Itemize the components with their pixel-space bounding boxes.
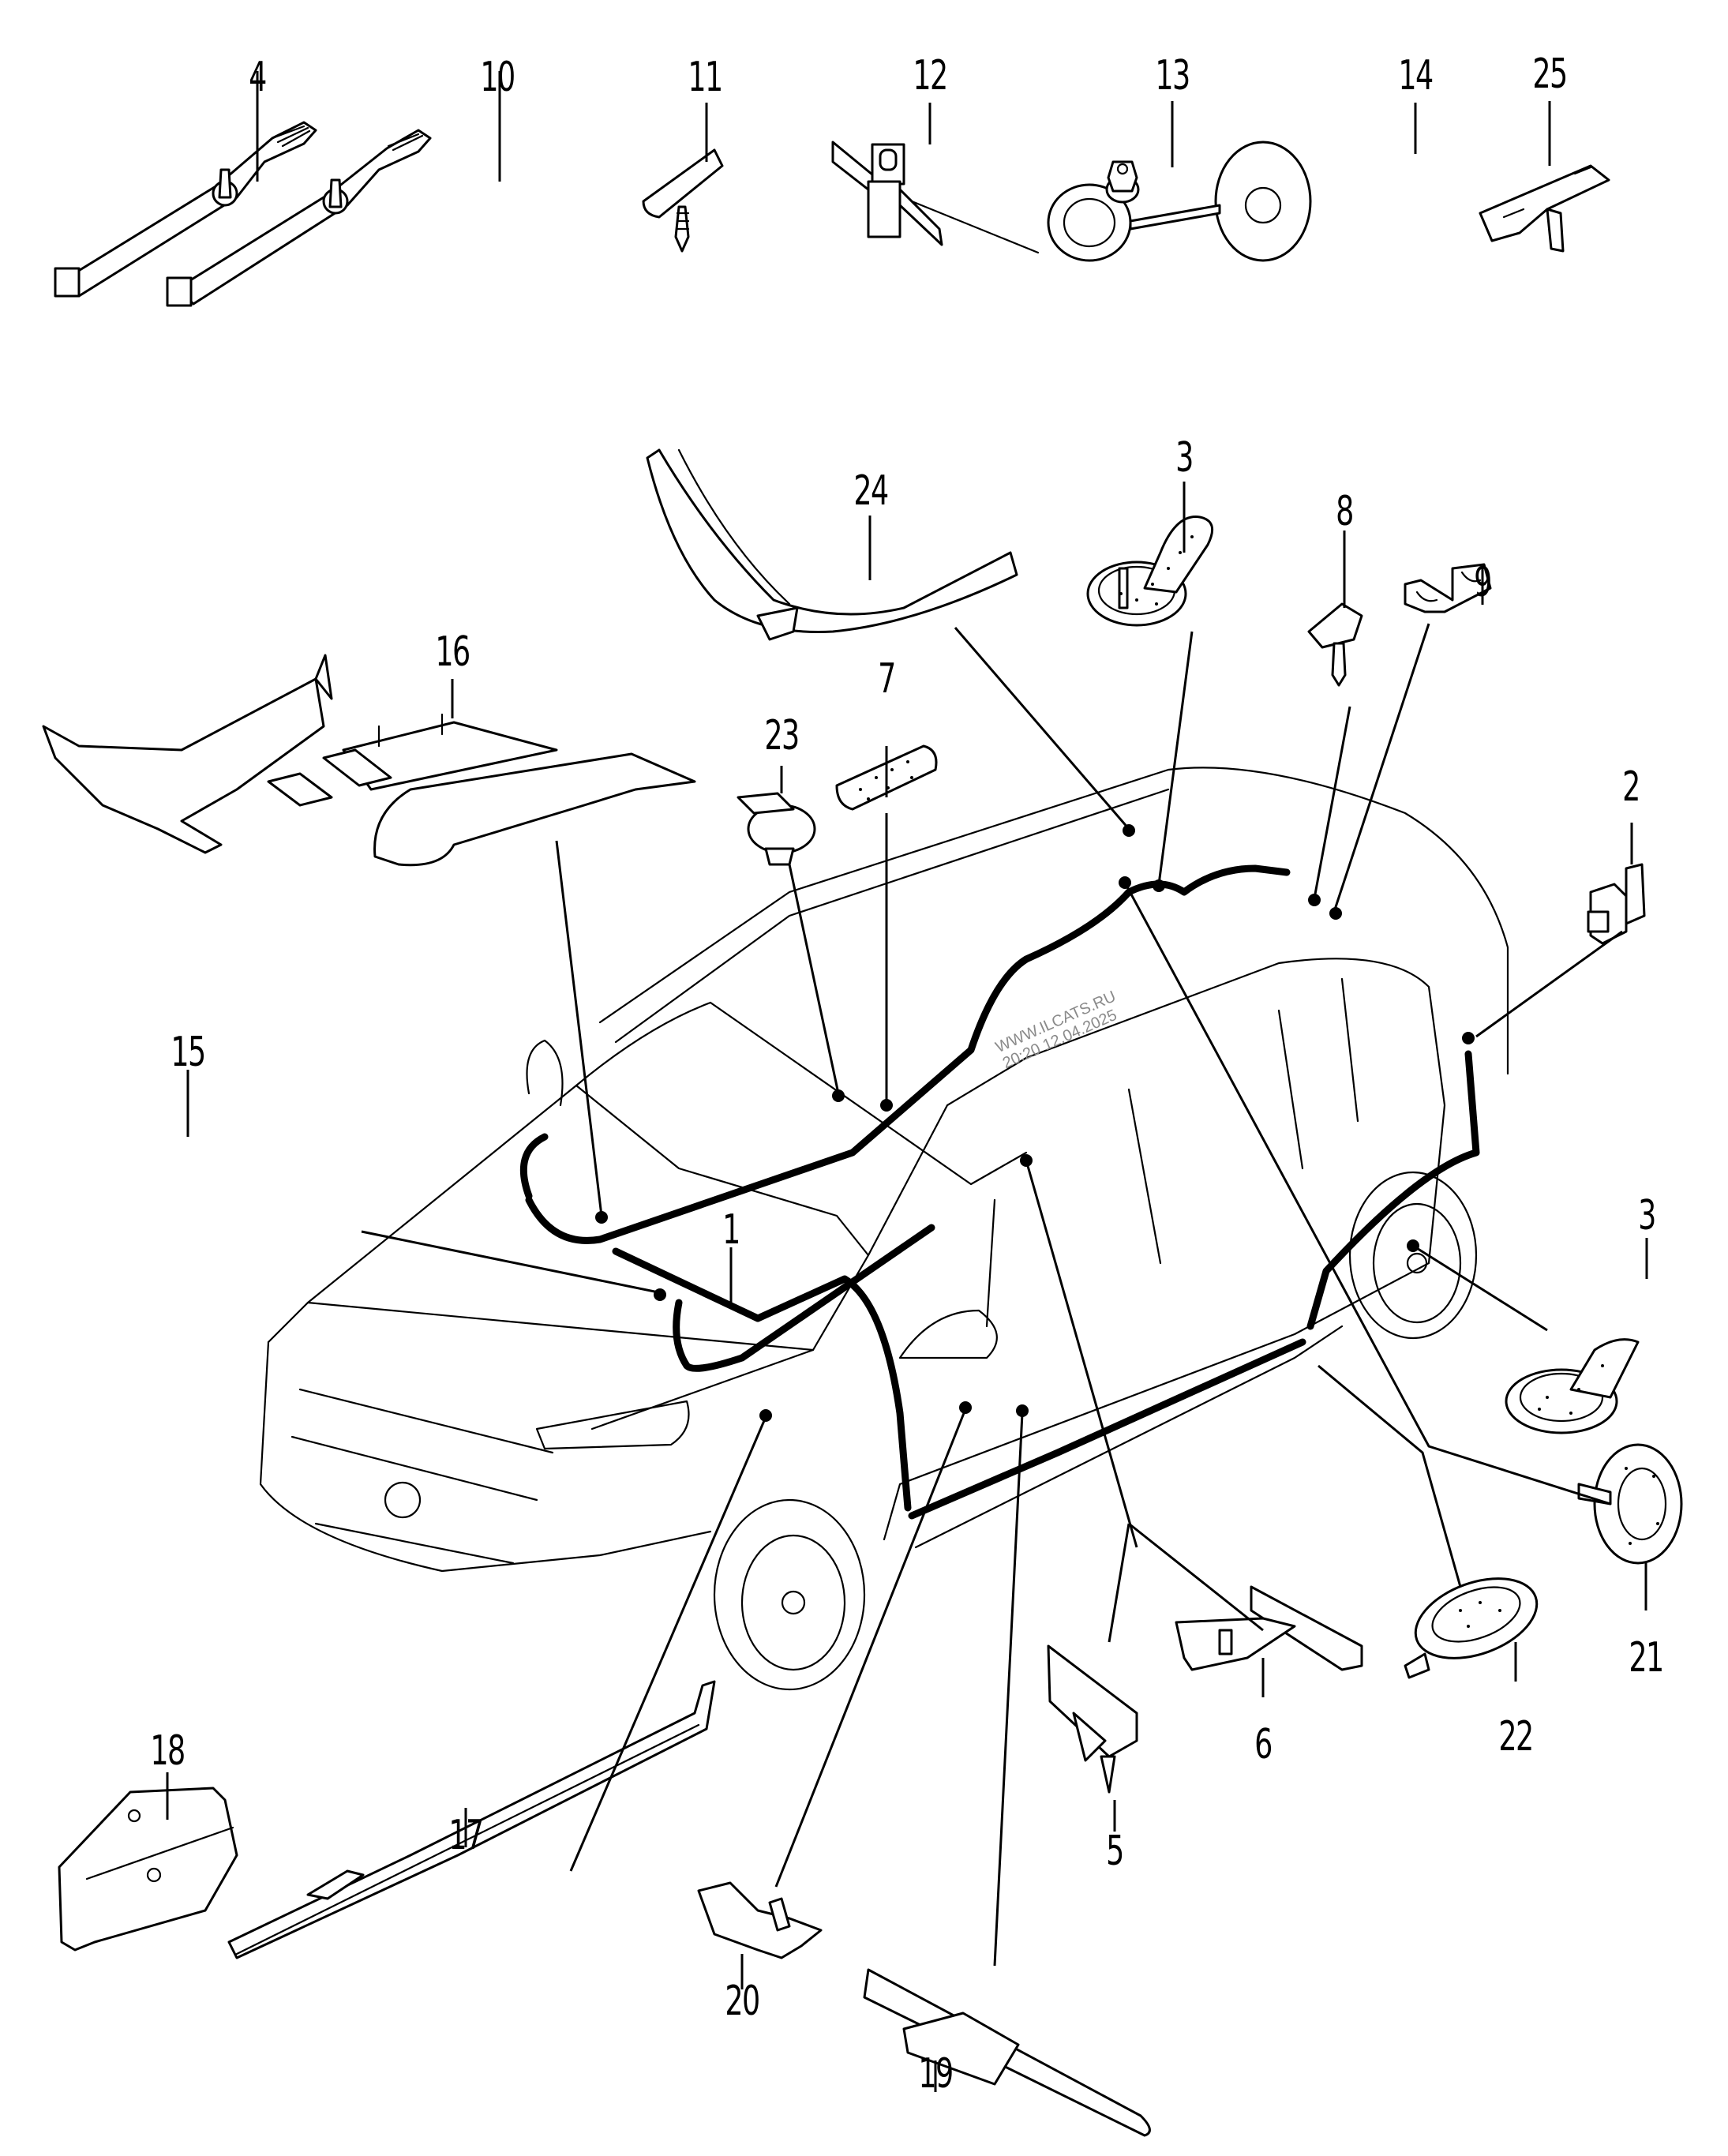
callout-15[interactable]: 15 [171, 1029, 206, 1076]
callout-6[interactable]: 6 [1254, 1721, 1273, 1768]
callout-8[interactable]: 8 [1336, 488, 1354, 535]
part-6-cable-bracket[interactable] [1175, 1585, 1363, 1671]
callout-2[interactable]: 2 [1622, 763, 1640, 811]
part-19-duct-cover[interactable] [863, 1968, 1151, 2137]
leader-lines [166, 71, 1648, 2092]
callout-18[interactable]: 18 [150, 1727, 186, 1775]
part-9-double-holder[interactable] [1404, 563, 1492, 613]
part-23-rivet[interactable] [737, 792, 816, 866]
callout-25[interactable]: 25 [1532, 51, 1568, 98]
part-3b-grommet[interactable] [1505, 1338, 1640, 1434]
callout-9[interactable]: 9 [1474, 559, 1492, 606]
callout-3-rear[interactable]: 3 [1638, 1192, 1656, 1239]
wiring-harness [519, 864, 1480, 1520]
callout-11[interactable]: 11 [688, 54, 723, 101]
callout-1[interactable]: 1 [722, 1206, 740, 1254]
part-18-bracket[interactable] [58, 1787, 238, 1952]
part-25-retaining-plate[interactable] [1479, 164, 1610, 253]
callout-7[interactable]: 7 [878, 655, 896, 703]
part-11-screw-clip[interactable] [642, 148, 724, 253]
callout-12[interactable]: 12 [913, 52, 948, 99]
part-15-front-duct[interactable] [42, 654, 392, 854]
part-12-tie-holder[interactable] [831, 141, 1040, 254]
part-2-holder-clip[interactable] [1587, 863, 1646, 945]
part-10-cable-tie[interactable] [166, 129, 432, 307]
anchor-dots [595, 824, 1475, 1422]
callout-22[interactable]: 22 [1498, 1713, 1534, 1760]
callout-17[interactable]: 17 [448, 1812, 484, 1859]
callout-19[interactable]: 19 [918, 2050, 954, 2098]
part-3a-grommet[interactable] [1086, 516, 1214, 627]
callout-5[interactable]: 5 [1106, 1828, 1124, 1875]
callout-21[interactable]: 21 [1629, 1634, 1664, 1682]
callout-13[interactable]: 13 [1155, 52, 1190, 99]
part-16-dash-duct[interactable] [342, 713, 696, 867]
part-5-channel-clip[interactable] [1047, 1644, 1138, 1794]
part-14-hex-nut[interactable] [1105, 160, 1140, 204]
callout-20[interactable]: 20 [725, 1978, 760, 2025]
callout-24[interactable]: 24 [853, 467, 889, 515]
callout-14[interactable]: 14 [1398, 52, 1434, 99]
part-22-oval-grommet[interactable] [1404, 1563, 1547, 1679]
callout-23[interactable]: 23 [764, 712, 800, 759]
part-21-round-grommet[interactable] [1577, 1443, 1683, 1565]
callout-10[interactable]: 10 [480, 54, 515, 101]
part-20-holder[interactable] [697, 1881, 823, 1959]
part-8-clip[interactable] [1307, 602, 1363, 687]
car-body [259, 767, 1509, 1691]
callout-3-roof[interactable]: 3 [1175, 434, 1194, 482]
part-4-cable-tie[interactable] [54, 121, 317, 298]
part-13-grommet-set[interactable] [1047, 141, 1312, 262]
part-17-sill-channel[interactable] [227, 1680, 716, 1959]
callout-4[interactable]: 4 [249, 54, 267, 101]
callout-16[interactable]: 16 [435, 628, 470, 676]
part-24-pillar-duct[interactable] [646, 448, 1018, 641]
